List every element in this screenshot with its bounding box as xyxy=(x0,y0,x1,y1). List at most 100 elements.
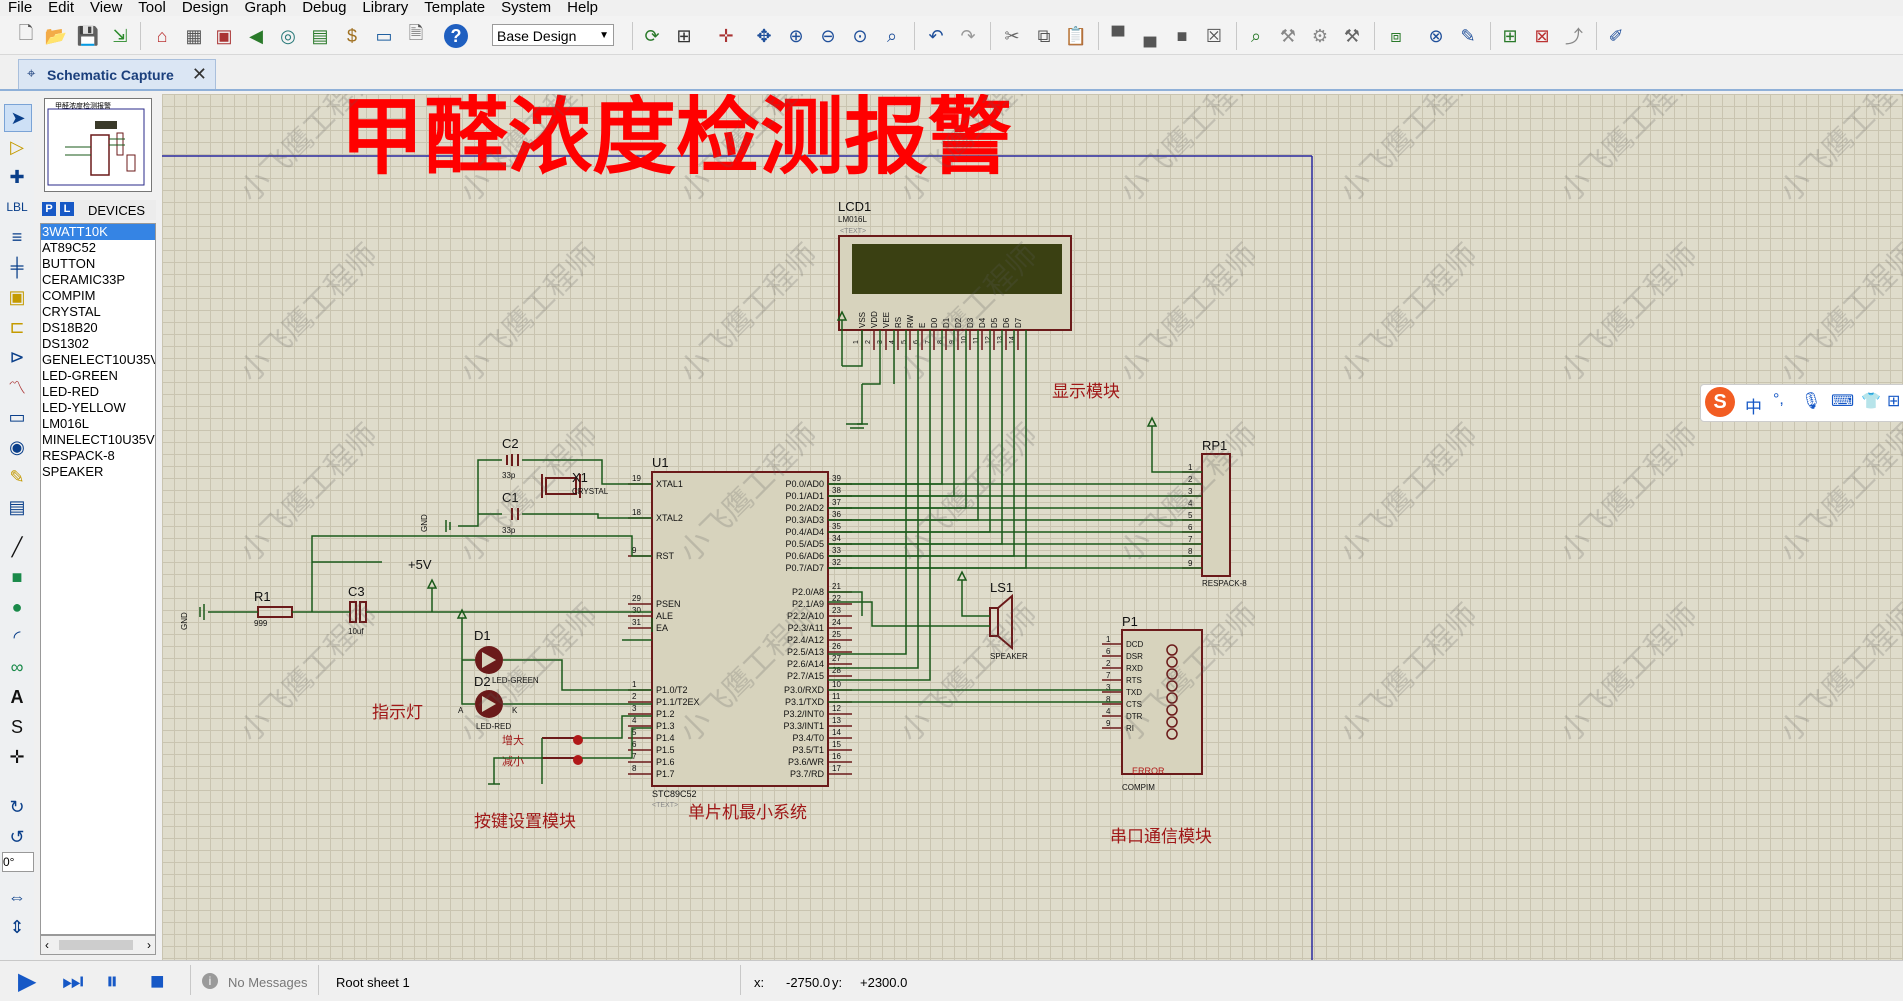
ime-language-toggle[interactable]: 中 xyxy=(1745,398,1762,417)
generator-icon[interactable]: ◉ xyxy=(9,436,25,457)
paste-icon[interactable]: 📋 xyxy=(1064,25,1088,46)
import-icon[interactable]: ⇲ xyxy=(112,25,128,46)
line-tool-icon[interactable]: ╱ xyxy=(11,536,23,557)
device-list-item[interactable]: CRYSTAL xyxy=(42,304,101,319)
path-tool-icon[interactable]: ∞ xyxy=(10,656,24,677)
cost-icon[interactable]: $ xyxy=(346,25,357,46)
new-file-icon[interactable]: 🗋 xyxy=(18,23,34,43)
device-list-item[interactable]: LED-RED xyxy=(42,384,100,399)
junction-dot-icon[interactable]: ✚ xyxy=(9,166,25,187)
device-list-item[interactable]: BUTTON xyxy=(42,256,96,271)
refresh-icon[interactable]: ⟳ xyxy=(644,25,660,46)
zoom-out-icon[interactable]: ⊖ xyxy=(820,25,836,46)
text-tool-icon[interactable]: A xyxy=(10,686,24,707)
sogou-logo-icon[interactable]: S xyxy=(1705,387,1735,417)
virtual-instrument-icon[interactable]: ▤ xyxy=(8,496,26,517)
menu-edit[interactable]: Edit xyxy=(48,0,75,16)
menu-system[interactable]: System xyxy=(501,0,552,16)
device-list-item[interactable]: DS1302 xyxy=(42,336,89,351)
netlist-icon[interactable]: ✐ xyxy=(1608,25,1624,46)
scroll-right-icon[interactable]: › xyxy=(147,938,151,952)
device-list-item[interactable]: LED-GREEN xyxy=(42,368,118,383)
keyboard-icon[interactable]: ⌨ xyxy=(1831,393,1855,410)
scroll-thumb[interactable] xyxy=(59,940,133,950)
document-icon[interactable]: 🗎 xyxy=(408,23,424,43)
3d-view-icon[interactable]: ◎ xyxy=(280,25,296,46)
menu-template[interactable]: Template xyxy=(424,0,486,16)
menu-debug[interactable]: Debug xyxy=(302,0,347,16)
device-list-item[interactable]: 3WATT10K xyxy=(41,224,155,240)
capacitor-c3[interactable]: C3 10uf xyxy=(348,584,367,636)
step-simulation-icon[interactable]: ⏭ xyxy=(62,968,84,995)
help-icon[interactable]: ? xyxy=(444,24,468,48)
mirror-horizontal-icon[interactable]: ⇔ xyxy=(8,886,26,907)
schematic-icon[interactable]: ▦ xyxy=(185,25,203,46)
menu-graph[interactable]: Graph xyxy=(244,0,287,16)
zoom-in-icon[interactable]: ⊕ xyxy=(788,25,804,46)
property-assign-icon[interactable]: ✎ xyxy=(1460,25,1476,46)
wire-autorouter-icon[interactable]: ⧈ xyxy=(1390,25,1402,46)
lcd-display[interactable]: LCD1 LM016L <TEXT> VSS1VDD2VEE3RS4RW5E6D… xyxy=(838,199,1072,350)
voltage-probe-icon[interactable]: ✎ xyxy=(9,466,25,487)
graph-mode-icon[interactable]: 〽 xyxy=(8,378,26,398)
led-d2[interactable]: D2 A K LED-RED xyxy=(458,674,518,731)
led-d1[interactable]: D1 LED-GREEN xyxy=(474,628,539,685)
text-script-icon[interactable]: ≡ xyxy=(11,226,23,247)
device-list-item[interactable]: SPEAKER xyxy=(42,464,104,479)
menu-library[interactable]: Library xyxy=(362,0,409,16)
gerber-icon[interactable]: ◀ xyxy=(249,25,263,46)
crystal-x1[interactable]: X1 CRYSTAL xyxy=(541,470,609,498)
menu-tool[interactable]: Tool xyxy=(138,0,166,16)
device-list-item[interactable]: AT89C52 xyxy=(42,240,96,255)
overview-window[interactable]: 甲醛浓度检测报警 xyxy=(44,98,152,192)
pause-simulation-icon[interactable]: ⏸ xyxy=(106,968,118,995)
device-pins-icon[interactable]: ⊳ xyxy=(9,346,25,367)
pcb-icon[interactable]: ▣ xyxy=(215,25,233,46)
copy-icon[interactable]: ⧉ xyxy=(1037,25,1051,46)
symbol-tool-icon[interactable]: S xyxy=(10,716,23,737)
grid-menu-icon[interactable]: ⊞ xyxy=(1887,393,1901,410)
run-simulation-icon[interactable]: ▶ xyxy=(18,968,37,995)
new-sheet-icon[interactable]: ⊞ xyxy=(1502,25,1518,46)
block-move-icon[interactable]: ▄ xyxy=(1143,25,1157,46)
tab-schematic-capture[interactable]: ⌖ Schematic Capture ✕ xyxy=(18,59,216,89)
device-list-scrollbar[interactable]: ‹ › xyxy=(40,935,156,955)
arc-tool-icon[interactable]: ◜ xyxy=(13,626,21,647)
close-icon[interactable]: ✕ xyxy=(191,64,207,84)
cut-icon[interactable]: ✂ xyxy=(1004,25,1020,46)
component-mode-icon[interactable]: ▷ xyxy=(10,136,24,157)
mirror-vertical-icon[interactable]: ⇕ xyxy=(9,916,25,937)
scroll-left-icon[interactable]: ‹ xyxy=(45,938,49,952)
punctuation-icon[interactable]: °, xyxy=(1773,391,1784,408)
ime-toolbar[interactable]: S 中 °, 🎙 ⌨ 👕 ⊞ xyxy=(1700,384,1903,422)
terminals-icon[interactable]: ⊏ xyxy=(9,316,25,337)
capacitor-c1[interactable]: C1 33p xyxy=(502,490,519,535)
block-copy-icon[interactable]: ▀ xyxy=(1111,25,1125,46)
rotation-angle-field[interactable]: 0° xyxy=(2,852,34,872)
origin-icon[interactable]: ✛ xyxy=(718,25,734,46)
remove-sheet-icon[interactable]: ⊠ xyxy=(1534,25,1550,46)
microphone-icon[interactable]: 🎙 xyxy=(1801,393,1822,410)
pick-device-icon[interactable]: ⌕ xyxy=(1250,25,1262,46)
block-rotate-icon[interactable]: ■ xyxy=(1176,25,1188,46)
redo-icon[interactable]: ↷ xyxy=(960,25,976,46)
buses-icon[interactable]: ╪ xyxy=(10,256,24,277)
home-icon[interactable]: ⌂ xyxy=(156,25,168,46)
skin-icon[interactable]: 👕 xyxy=(1861,393,1881,410)
block-delete-icon[interactable]: ☒ xyxy=(1205,25,1223,46)
box-tool-icon[interactable]: ■ xyxy=(11,566,23,587)
device-list-item[interactable]: LM016L xyxy=(42,416,89,431)
exit-parent-icon[interactable]: ⤴ xyxy=(1565,27,1583,47)
grid-toggle-icon[interactable]: ⊞ xyxy=(676,25,692,46)
zoom-area-icon[interactable]: ⌕ xyxy=(886,25,898,46)
button-increase[interactable]: 增大 xyxy=(502,733,583,747)
search-icon[interactable]: ⊗ xyxy=(1428,25,1444,46)
capacitor-c2[interactable]: C2 33p xyxy=(502,436,519,480)
menu-help[interactable]: Help xyxy=(567,0,599,16)
undo-icon[interactable]: ↶ xyxy=(928,25,944,46)
messages-status[interactable]: No Messages xyxy=(228,975,308,990)
menu-view[interactable]: View xyxy=(90,0,123,16)
library-manager-button[interactable]: L xyxy=(60,202,74,216)
